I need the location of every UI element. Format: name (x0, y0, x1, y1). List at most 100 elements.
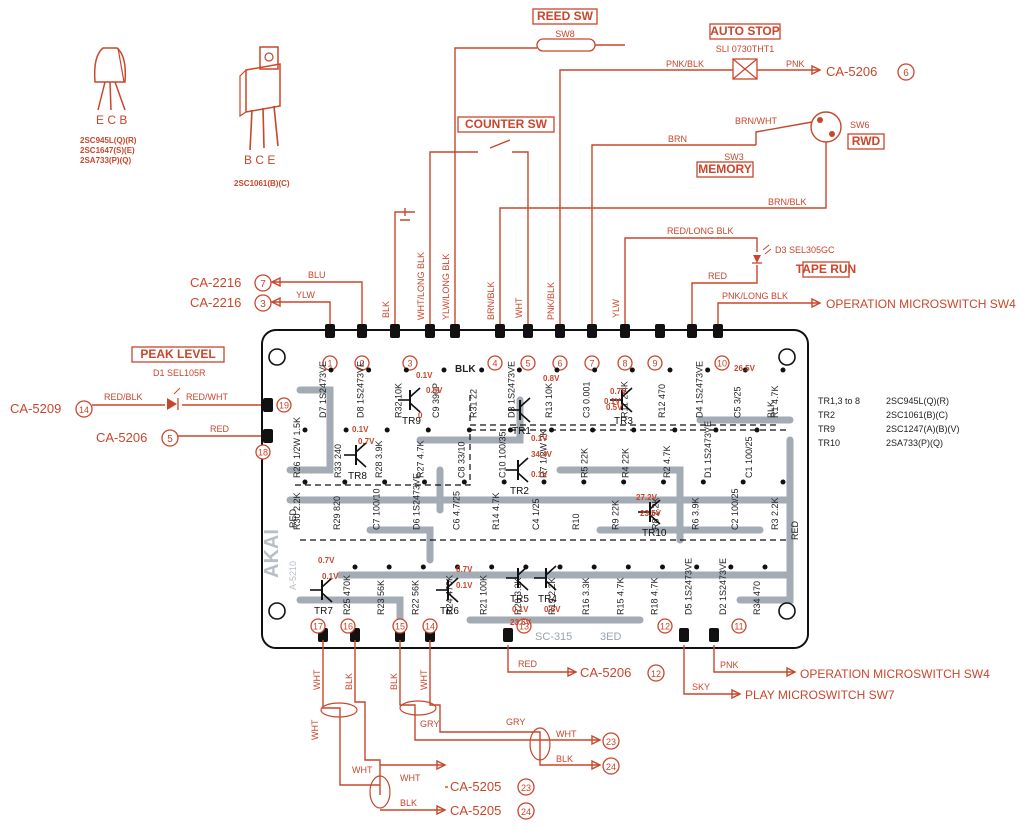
top-pad (357, 324, 367, 338)
transistor-type-3: 2SA733(P)(Q) (80, 156, 131, 165)
board-side-code: A-5210 (288, 561, 298, 590)
component-lead (754, 427, 760, 433)
pin-top-3-badge (402, 355, 418, 371)
wire-wht-small: WHT (352, 765, 373, 775)
conn-ca5206-5: CA-5206 (96, 430, 147, 445)
component-r29: R29 820 (332, 496, 342, 530)
pin-top-5-badge (520, 355, 536, 371)
component-d5: D5 1S2473VE (684, 558, 694, 615)
component-lead (501, 479, 507, 485)
wire-ylw: YLW (296, 290, 315, 300)
wire-sky: SKY (692, 682, 710, 692)
pin-bottom-12: 12 (660, 622, 670, 632)
component-c3: C3 0.001 (582, 381, 592, 418)
component-lead (700, 479, 706, 485)
component-lead (592, 367, 598, 373)
component-lead (489, 564, 495, 570)
component-lead (384, 427, 390, 433)
conn-23-num: 23 (606, 737, 616, 747)
component-lead (740, 479, 746, 485)
wire-brn-blk-2: BRN/BLK (486, 281, 496, 320)
component-lead (581, 479, 587, 485)
wire-wht-14: WHT (419, 669, 429, 690)
conn-ca5206-5-badge (161, 429, 179, 447)
component-lead (382, 479, 388, 485)
component-r19: R19 2.2K (547, 577, 557, 615)
transistor-label: TR2 (510, 486, 529, 497)
component-lead (422, 479, 427, 485)
pin-side-18-badge (255, 444, 271, 460)
component-lead (672, 427, 678, 433)
memory-label: MEMORY (698, 162, 752, 176)
conn-ca5205-24-badge (517, 802, 535, 820)
legend-key-1: TR1,3 to 8 (818, 396, 860, 406)
pin-side-19: 19 (279, 401, 289, 411)
small-transistor-icon (93, 47, 127, 111)
legend-key-3: TR9 (818, 424, 835, 434)
pin-top-9: 9 (652, 359, 657, 369)
board-blk-1: BLK (455, 364, 476, 375)
d1-label: D1 SEL105R (153, 368, 206, 378)
component-lead (629, 367, 635, 373)
wire-red-2: RED (210, 424, 230, 434)
transistor-label: TR6 (440, 606, 459, 617)
component-lead (694, 564, 700, 570)
voltage-reading: 0.8V (543, 374, 560, 383)
component-r28: R28 3.9K (374, 440, 384, 478)
voltage-reading: 0.7V (610, 387, 627, 396)
conn-ca5209-14-badge (75, 400, 93, 418)
pin-top-10-badge (714, 355, 730, 371)
wire-pnk-blk-2: PNK/BLK (546, 282, 556, 320)
pin-bottom-13-badge (516, 618, 532, 634)
component-r20: R20 3.3K (513, 577, 523, 615)
transistor-legend: TR1,3 to 8 2SC945L(Q)(R) TR2 2SC1061(B)(… (818, 396, 960, 448)
component-r10: R10 (571, 513, 581, 530)
conn-ca2216-7-num: 7 (260, 279, 266, 290)
pin-bottom-15: 15 (395, 622, 405, 632)
component-lead (625, 564, 631, 570)
pin-bottom-11-badge (731, 618, 747, 634)
wire-blk-5205: BLK (400, 798, 417, 808)
conn-ca2216-3-badge (254, 294, 272, 312)
voltage-reading: 27.2V (636, 493, 658, 502)
component-lead (461, 479, 467, 485)
voltage-reading: 0.7V (456, 565, 473, 574)
peak-level-led-icon (167, 387, 181, 410)
auto-stop-label: AUTO STOP (710, 24, 780, 38)
component-r26: R26 1/2W 1.5K (292, 417, 302, 478)
voltage-reading: 0.5V (606, 403, 623, 412)
conn-ca5205-23-badge (517, 778, 535, 796)
transistor-tr4: TR4 (534, 565, 557, 605)
component-r14: R14 4.7K (491, 492, 501, 530)
board-brand: AKAI (261, 529, 283, 578)
component-lead (302, 427, 308, 433)
wire-red-long-blk: RED/LONG BLK (667, 226, 734, 236)
pin-top-1: 1 (327, 359, 332, 369)
component-lead (541, 479, 547, 485)
wire-blk-24: BLK (556, 754, 573, 764)
component-lead (631, 427, 637, 433)
voltage-reading: 0.1V (322, 572, 339, 581)
component-r30: R30 2.2K (292, 492, 302, 530)
component-lead (742, 367, 748, 373)
pin-bottom-14-badge (422, 618, 438, 634)
component-d8: D8 1S2473VE (356, 361, 366, 418)
conn-ca5206-12-badge (647, 664, 665, 682)
wire-red: RED (708, 271, 728, 281)
component-lead (352, 564, 358, 570)
transistor-label: TR8 (348, 471, 367, 482)
pin-top-2-badge (354, 355, 370, 371)
transistor-tr7: TR7 (310, 577, 333, 617)
board-blk-2: BLK (766, 401, 776, 418)
auto-stop-sensor-icon (732, 58, 758, 80)
component-c2: C2 100/25 (730, 488, 740, 530)
pin-top-7: 7 (589, 359, 594, 369)
voltage-reading: 23.6V (510, 618, 532, 627)
pin-bottom-11: 11 (734, 622, 743, 632)
component-c7: C7 100/10 (372, 488, 382, 530)
conn-ca2216-7: CA-2216 (190, 275, 241, 290)
pin-top-6: 6 (557, 359, 562, 369)
component-lead (441, 367, 447, 373)
power-transistor-pins: B C E (244, 153, 275, 167)
